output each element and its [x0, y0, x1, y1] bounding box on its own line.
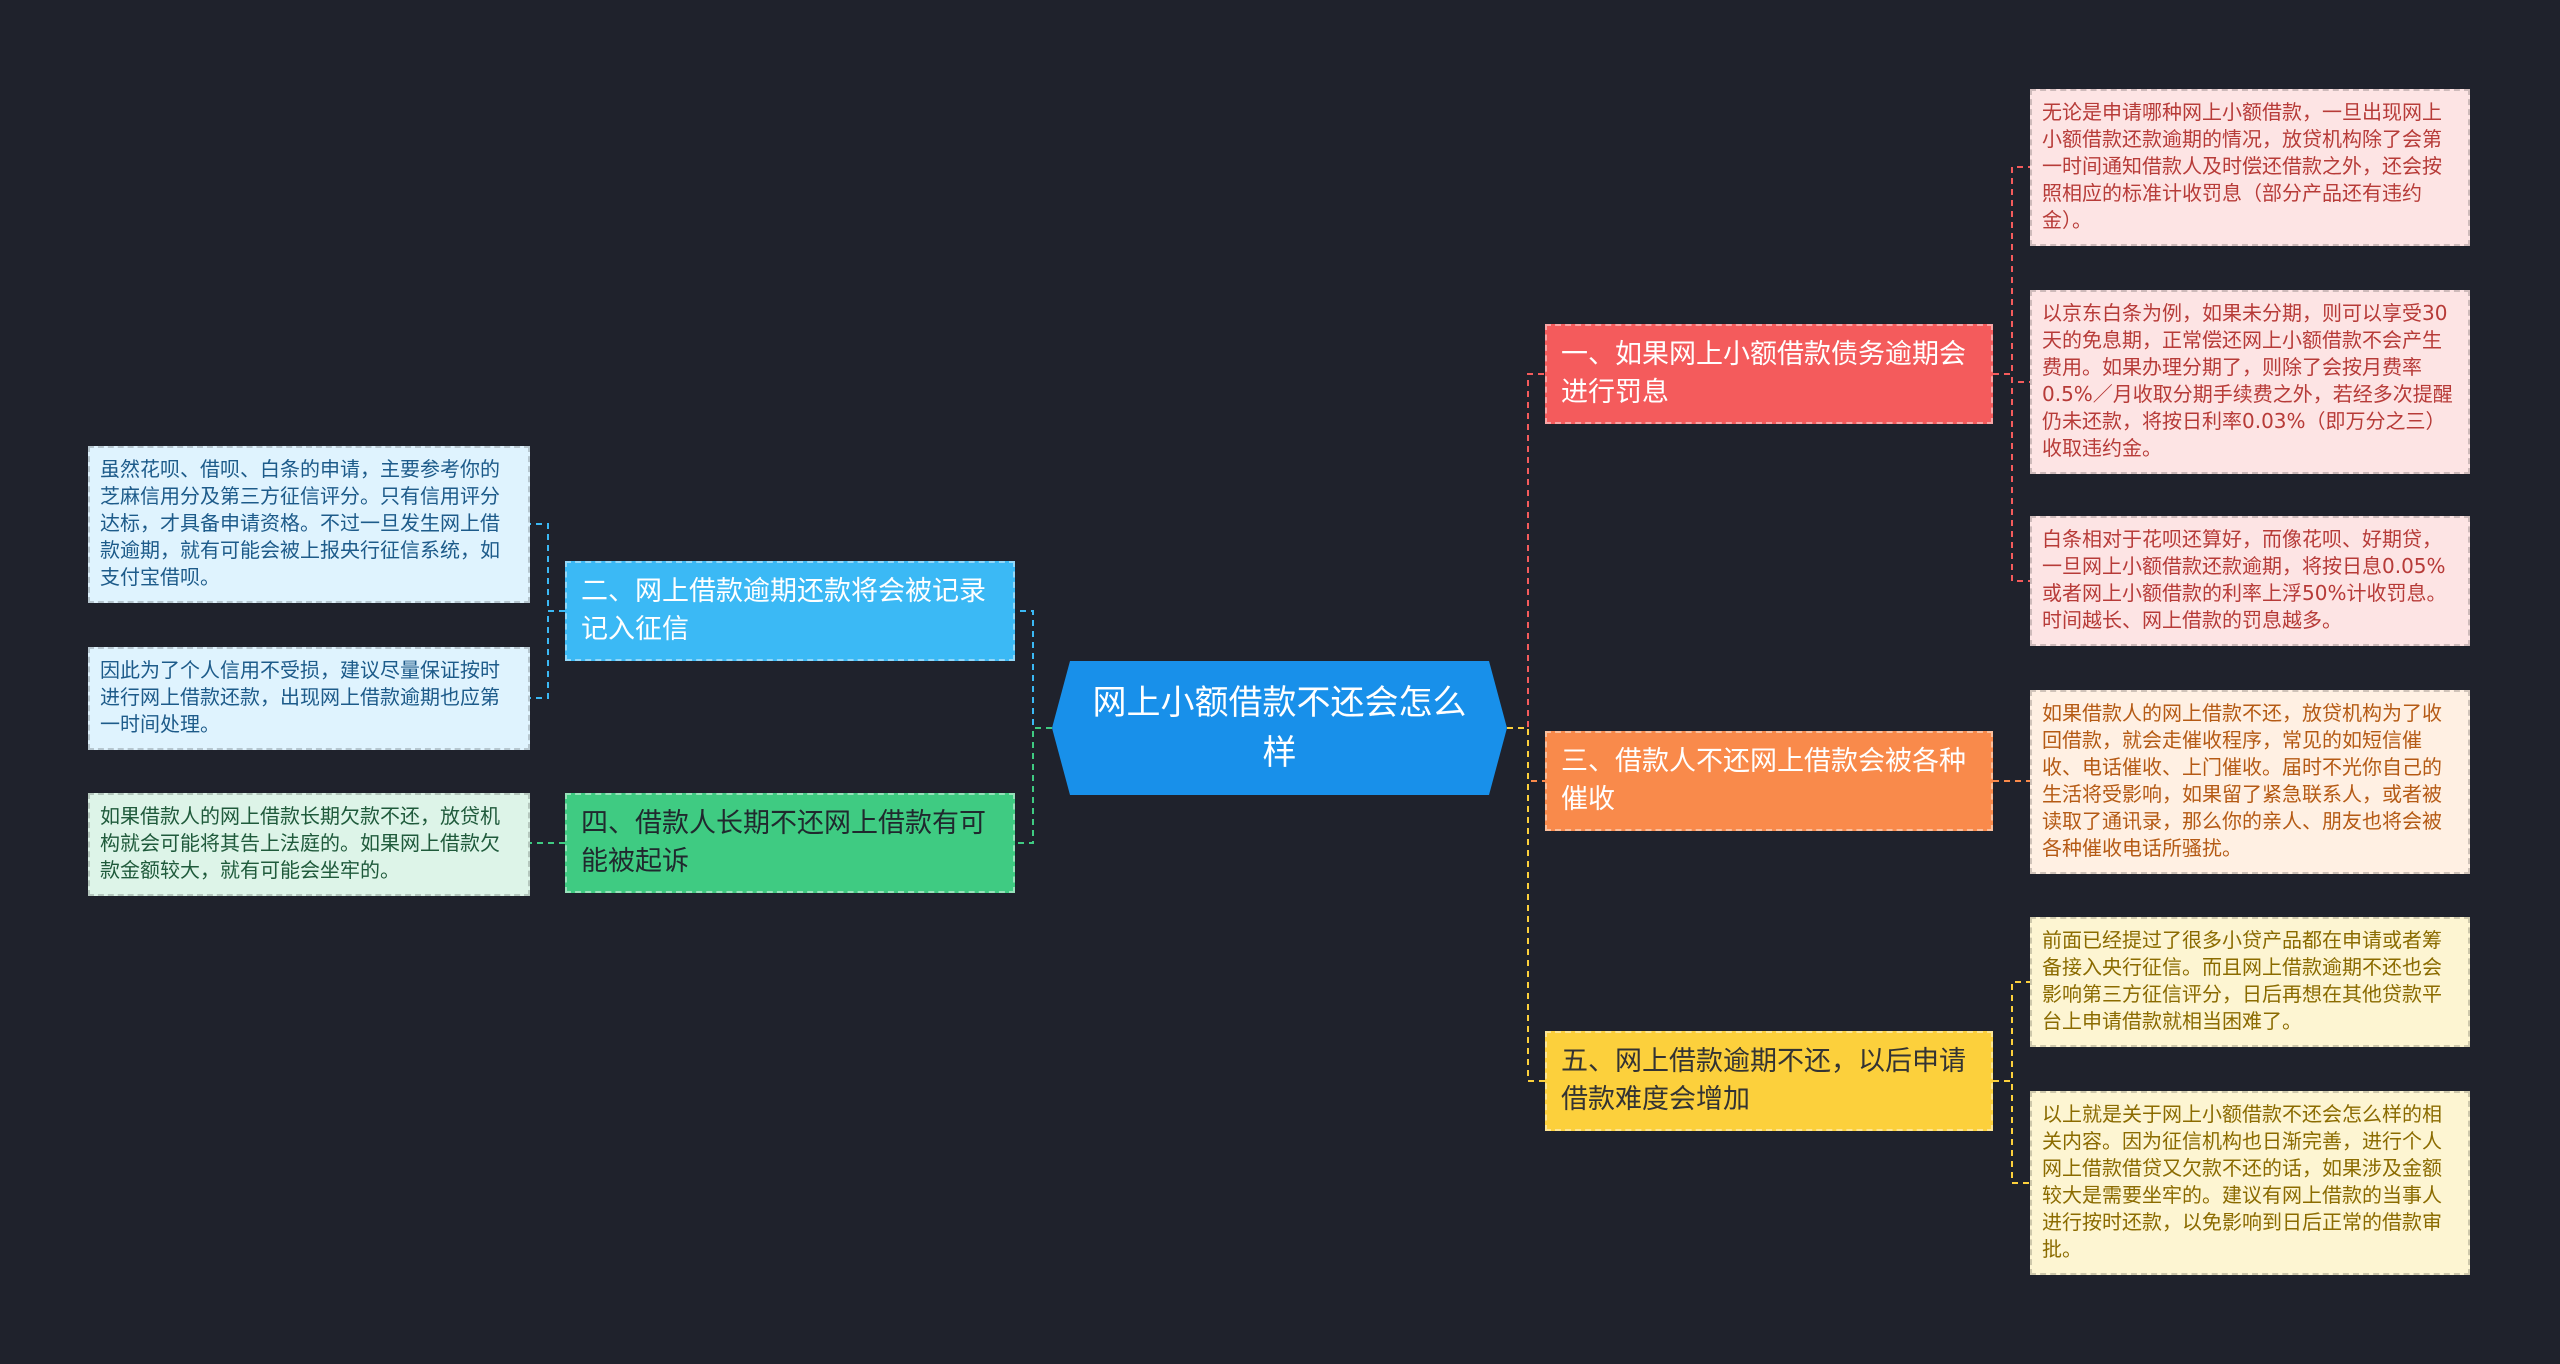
connector-root-b5 — [1507, 727, 1545, 1082]
leaf-topic-8[interactable]: 因此为了个人信用不受损，建议尽量保证按时进行网上借款还款，出现网上借款逾期也应第… — [88, 647, 530, 750]
connector-root-b4 — [1015, 727, 1052, 844]
root-topic-text: 网上小额借款不还会怎么样 — [1092, 683, 1467, 773]
leaf-topic-9[interactable]: 如果借款人的网上借款长期欠款不还，放贷机构就会可能将其告上法庭的。如果网上借款欠… — [88, 793, 530, 896]
leaf-topic-3-text: 白条相对于花呗还算好，而像花呗、好期贷，一旦网上小额借款还款逾期，将按日息0.0… — [2042, 527, 2447, 632]
connector-b2-l7 — [530, 523, 565, 612]
branch-topic-4[interactable]: 四、借款人长期不还网上借款有可能被起诉 — [565, 793, 1015, 893]
branch-topic-3[interactable]: 三、借款人不还网上借款会被各种催收 — [1545, 731, 1993, 831]
branch-topic-2[interactable]: 二、网上借款逾期还款将会被记录记入征信 — [565, 561, 1015, 661]
leaf-topic-2[interactable]: 以京东白条为例，如果未分期，则可以享受30天的免息期，正常偿还网上小额借款不会产… — [2030, 290, 2470, 474]
leaf-topic-5[interactable]: 前面已经提过了很多小贷产品都在申请或者筹备接入央行征信。而且网上借款逾期不还也会… — [2030, 917, 2470, 1047]
branch-topic-5-text: 五、网上借款逾期不还，以后申请借款难度会增加 — [1561, 1046, 1966, 1115]
leaf-topic-9-text: 如果借款人的网上借款长期欠款不还，放贷机构就会可能将其告上法庭的。如果网上借款欠… — [100, 804, 500, 882]
branch-topic-1[interactable]: 一、如果网上小额借款债务逾期会进行罚息 — [1545, 324, 1993, 424]
connector-b5-l6 — [1993, 1080, 2030, 1184]
leaf-topic-4-text: 如果借款人的网上借款不还，放贷机构为了收回借款，就会走催收程序，常见的如短信催收… — [2042, 701, 2442, 860]
branch-topic-4-text: 四、借款人长期不还网上借款有可能被起诉 — [581, 808, 986, 877]
root-topic[interactable]: 网上小额借款不还会怎么样 — [1052, 661, 1507, 795]
leaf-topic-1[interactable]: 无论是申请哪种网上小额借款，一旦出现网上小额借款还款逾期的情况，放贷机构除了会第… — [2030, 89, 2470, 246]
leaf-topic-1-text: 无论是申请哪种网上小额借款，一旦出现网上小额借款还款逾期的情况，放贷机构除了会第… — [2042, 100, 2442, 232]
branch-topic-2-text: 二、网上借款逾期还款将会被记录记入征信 — [581, 576, 986, 645]
leaf-topic-5-text: 前面已经提过了很多小贷产品都在申请或者筹备接入央行征信。而且网上借款逾期不还也会… — [2042, 928, 2442, 1033]
leaf-topic-7[interactable]: 虽然花呗、借呗、白条的申请，主要参考你的芝麻信用分及第三方征信评分。只有信用评分… — [88, 446, 530, 603]
leaf-topic-3[interactable]: 白条相对于花呗还算好，而像花呗、好期贷，一旦网上小额借款还款逾期，将按日息0.0… — [2030, 516, 2470, 646]
leaf-topic-6-text: 以上就是关于网上小额借款不还会怎么样的相关内容。因为征信机构也日渐完善，进行个人… — [2042, 1102, 2442, 1261]
leaf-topic-6[interactable]: 以上就是关于网上小额借款不还会怎么样的相关内容。因为征信机构也日渐完善，进行个人… — [2030, 1091, 2470, 1275]
connector-b2-l8 — [530, 610, 565, 699]
connector-b1-l1 — [1993, 166, 2030, 375]
branch-topic-5[interactable]: 五、网上借款逾期不还，以后申请借款难度会增加 — [1545, 1031, 1993, 1131]
leaf-topic-2-text: 以京东白条为例，如果未分期，则可以享受30天的免息期，正常偿还网上小额借款不会产… — [2042, 301, 2453, 460]
leaf-topic-4[interactable]: 如果借款人的网上借款不还，放贷机构为了收回借款，就会走催收程序，常见的如短信催收… — [2030, 690, 2470, 874]
leaf-topic-8-text: 因此为了个人信用不受损，建议尽量保证按时进行网上借款还款，出现网上借款逾期也应第… — [100, 658, 500, 736]
connector-root-b2 — [1015, 610, 1052, 729]
connector-b5-l5 — [1993, 981, 2030, 1082]
branch-topic-3-text: 三、借款人不还网上借款会被各种催收 — [1561, 746, 1966, 815]
connector-root-b3 — [1507, 727, 1545, 782]
branch-topic-1-text: 一、如果网上小额借款债务逾期会进行罚息 — [1561, 339, 1966, 408]
leaf-topic-7-text: 虽然花呗、借呗、白条的申请，主要参考你的芝麻信用分及第三方征信评分。只有信用评分… — [100, 457, 500, 589]
connector-root-b1 — [1507, 373, 1545, 729]
connector-b1-l3 — [1993, 373, 2030, 582]
